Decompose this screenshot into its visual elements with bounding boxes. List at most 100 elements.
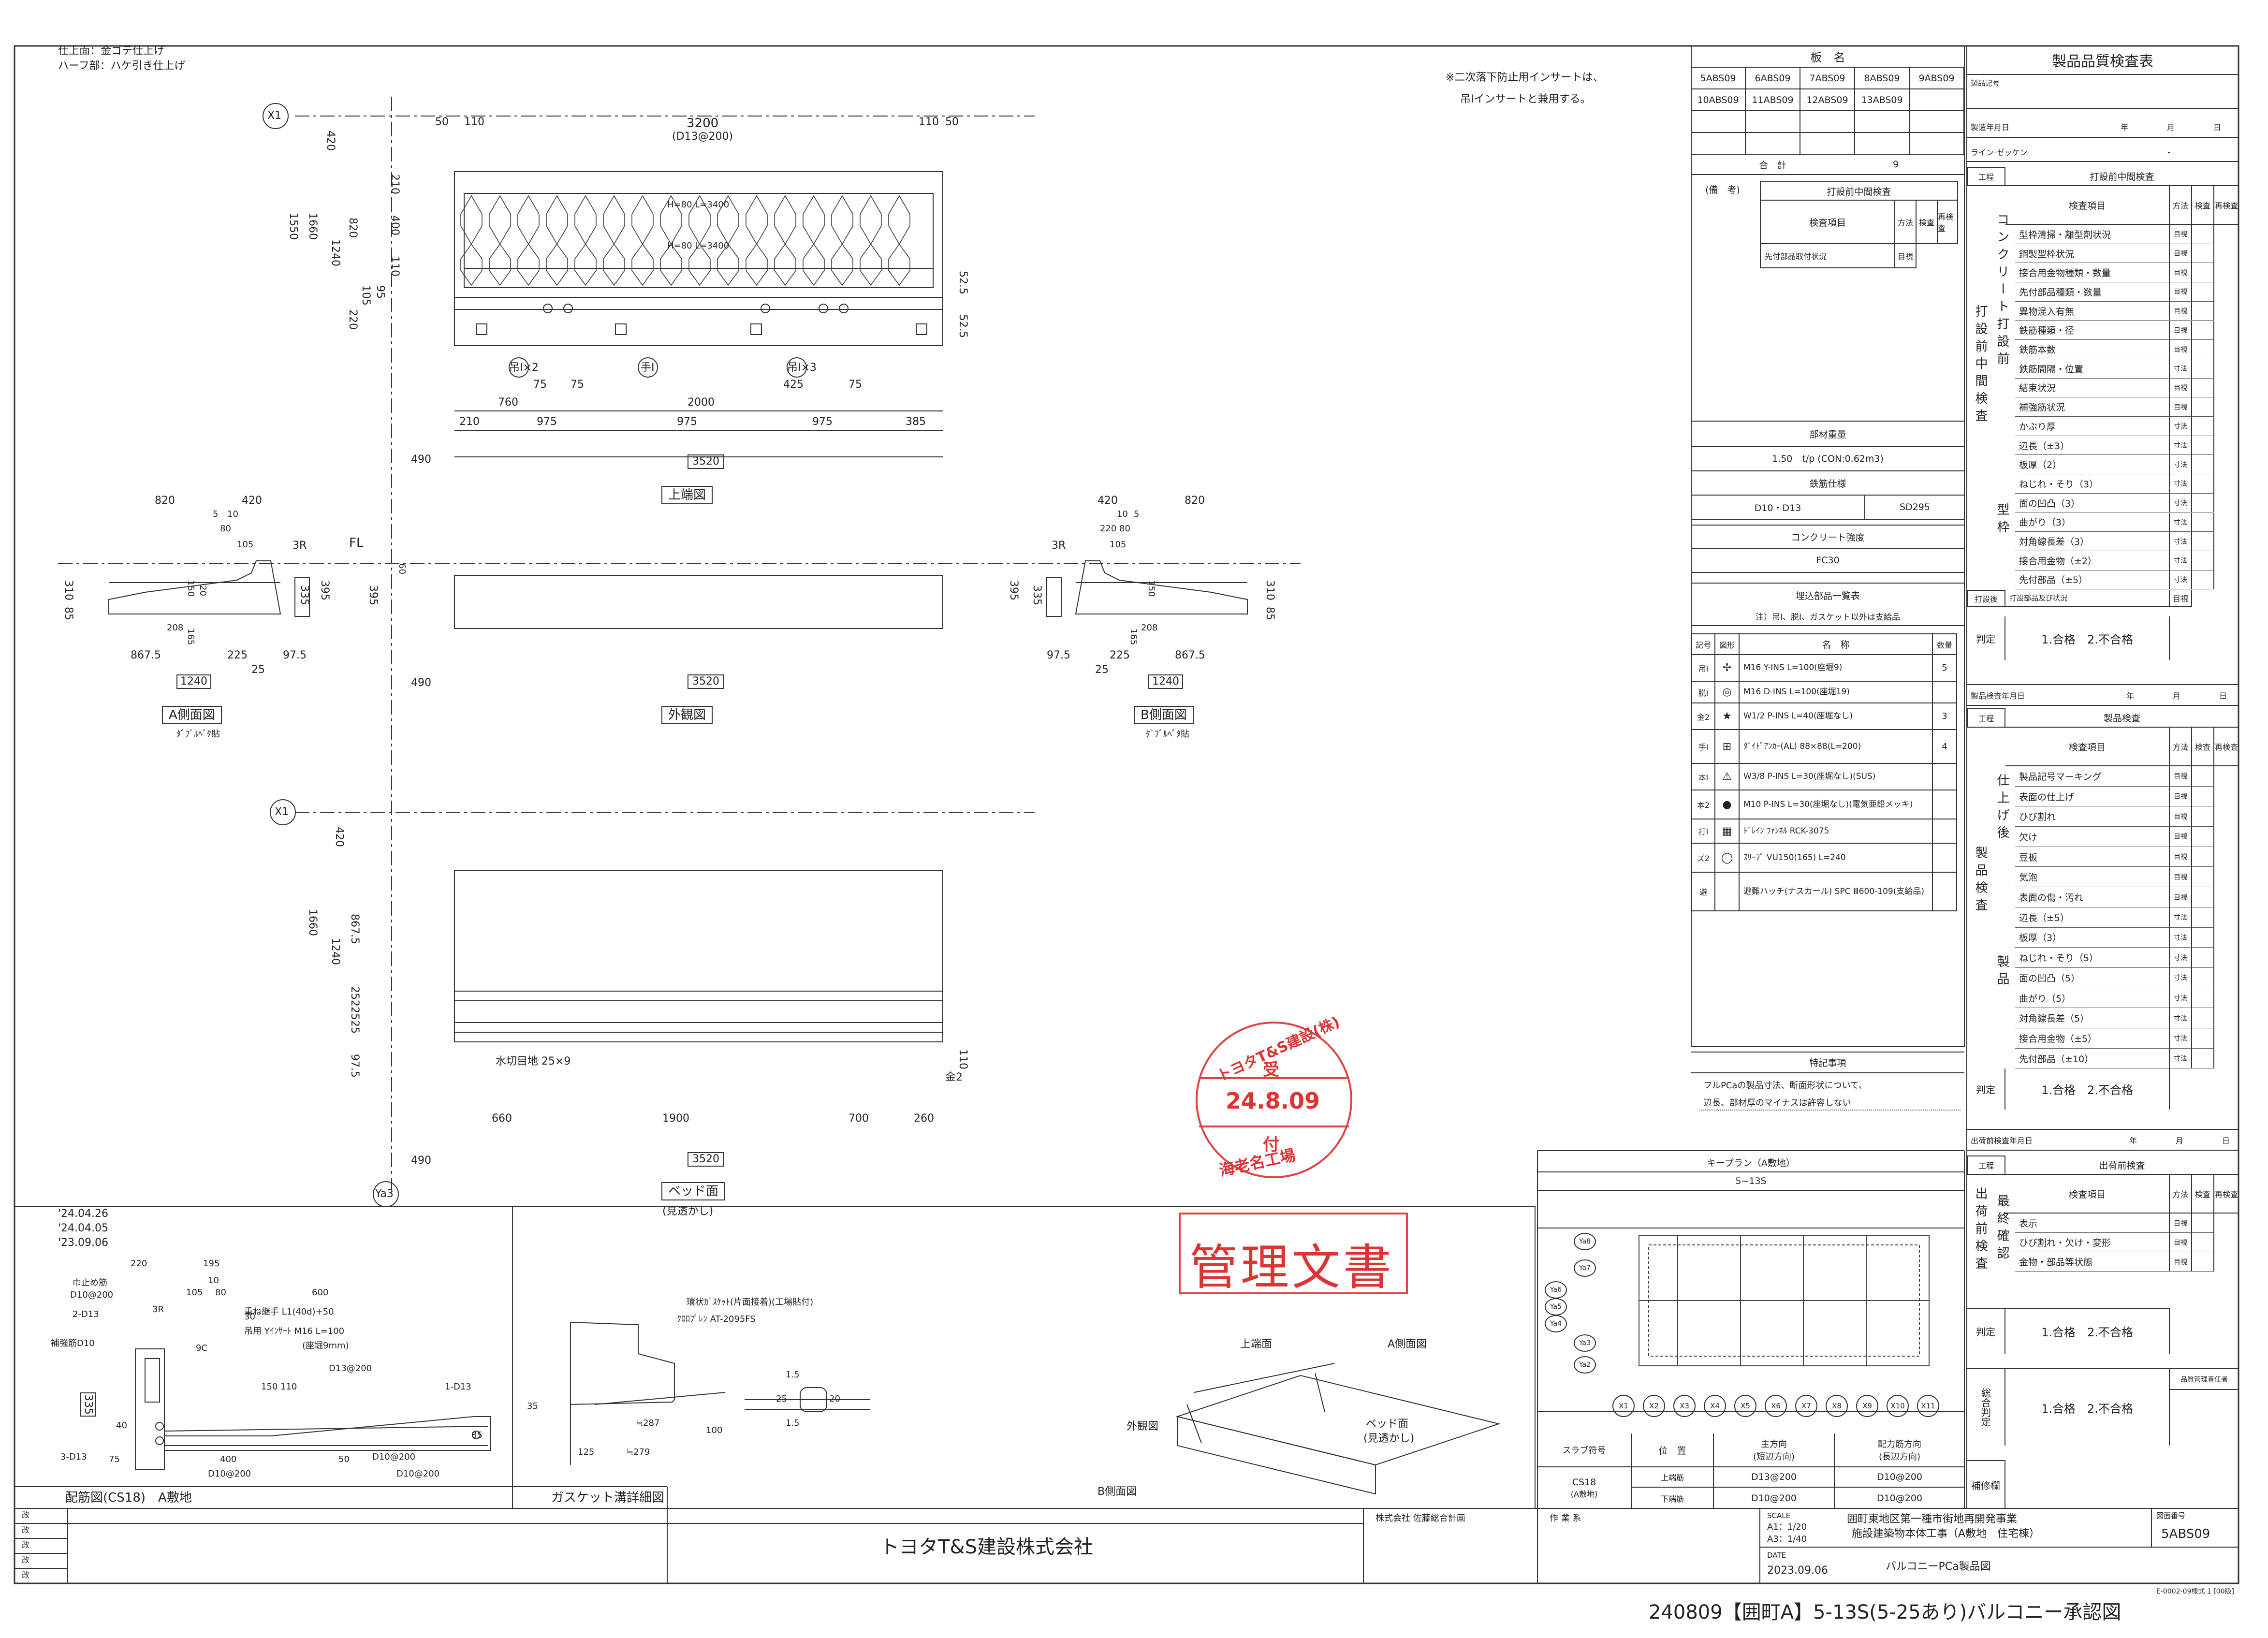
parts-fig-icon: ◎	[1715, 682, 1740, 703]
qc-item-name: 曲がり（3）	[2015, 512, 2170, 532]
side-b-310: 310	[1264, 580, 1276, 600]
side-b-165: 165	[1128, 629, 1139, 645]
qc-pre-recheck: 再検査	[2214, 186, 2239, 225]
lattice-cell	[888, 243, 910, 286]
qc-supp: 補修欄	[1967, 1460, 2005, 1508]
parts-name: W1/2 P-INS L=40(座堀なし)	[1740, 703, 1933, 730]
dim-75c: 75	[849, 379, 862, 391]
drawing-date: 2023.09.06	[1767, 1565, 1828, 1577]
side-b-80: 80	[1119, 524, 1130, 534]
side-a-225: 225	[227, 649, 248, 661]
side-b-section	[1046, 560, 1248, 617]
keyplan-x-bubble: X6	[1765, 1395, 1787, 1417]
insert-note: ※二次落下防止用インサートは、	[1446, 72, 1604, 84]
qc-item-method: 目視	[2170, 1214, 2192, 1233]
board-method: 方法	[1895, 201, 1917, 244]
lattice-cell	[746, 243, 768, 286]
gasket-20: 20	[829, 1394, 840, 1404]
board-cell-empty	[1855, 133, 1910, 155]
side-b-420: 420	[1097, 495, 1118, 507]
qc-item-method: 寸法	[2170, 417, 2192, 436]
qc-item-check	[2192, 455, 2214, 475]
qc-ship-recheck: 再検査	[2214, 1175, 2239, 1214]
qc-item-name: 接合用金物（±5）	[2015, 1028, 2170, 1049]
title-block	[14, 1508, 2239, 1584]
bed-view-label: ベッド面	[661, 1182, 726, 1200]
qc-m2: 月	[2173, 691, 2181, 701]
dim-760: 760	[498, 396, 518, 409]
qc-item-method: 目視	[2170, 225, 2192, 244]
lattice-cell	[803, 243, 825, 286]
side-a-80: 80	[220, 524, 231, 534]
scale-2: A3：1/40	[1767, 1534, 1807, 1544]
dim-975a: 975	[537, 416, 557, 428]
lattice-cell	[774, 195, 796, 245]
finish-note-half: ハーフ部：ハケ引き仕上げ	[58, 60, 185, 72]
qc-judge-3: 判定	[1967, 1308, 2005, 1354]
board-cell: 10ABS09	[1691, 89, 1746, 111]
parts-code: 避	[1691, 873, 1715, 911]
qc-judge-2: 判定	[1967, 1068, 2005, 1110]
dim-110b: 110	[919, 116, 939, 128]
bed-260: 260	[914, 1112, 934, 1125]
stamp-attached: 付	[1263, 1135, 1279, 1155]
board-item-header: 検査項目	[1760, 201, 1895, 244]
qc-item-check	[2192, 867, 2214, 888]
side-a-310: 310	[62, 580, 74, 600]
qc-item-name: 先付部品種類・数量	[2015, 282, 2170, 302]
keyplan-x-bubble: X5	[1734, 1395, 1756, 1417]
date-label: DATE	[1767, 1551, 1786, 1560]
side-b-208: 208	[1141, 623, 1158, 633]
concrete-value: FC30	[1691, 549, 1964, 573]
dim-975c: 975	[812, 416, 833, 428]
keyplan-label: キープラン（A敷地）	[1537, 1153, 1964, 1172]
dim-95: 95	[374, 285, 386, 299]
rebar-1d13: 1-D13	[445, 1382, 471, 1392]
qc-item-method: 目視	[2170, 847, 2192, 867]
bed-660: 660	[492, 1112, 512, 1125]
keyplan-y-bubble: Ya6	[1545, 1281, 1567, 1299]
qc-item-name: ねじれ・そり（5）	[2015, 948, 2170, 968]
dim-425: 425	[783, 379, 804, 391]
qc-item-method: 目視	[2170, 321, 2192, 340]
qc-y1: 年	[2121, 122, 2129, 132]
iso-side-b: B側面図	[1097, 1486, 1137, 1498]
qc-item-name: 鉄筋種類・径	[2015, 321, 2170, 340]
rebar-600: 600	[312, 1287, 329, 1298]
control-stamp-frame	[1179, 1213, 1408, 1294]
keyplan-y-bubble: Ya5	[1545, 1298, 1567, 1316]
dim-50a: 50	[435, 116, 449, 128]
file-caption: 240809【囲町A】5-13S(5-25あり)バルコニー承認図	[1649, 1601, 2122, 1623]
qc-ship-item: 検査項目	[2005, 1175, 2170, 1214]
parts-qty: 5	[1933, 655, 1957, 682]
qc-item-check	[2192, 359, 2214, 379]
qc-item-check	[2192, 1008, 2214, 1029]
gasket-125: 125	[578, 1447, 595, 1457]
board-total-label: 合 計	[1759, 160, 1787, 171]
qc-title: 製品品質検査表	[1967, 46, 2239, 75]
side-a-label: A側面図	[162, 706, 222, 724]
grid-bubble-x1b	[270, 799, 296, 825]
bed-mark-kin2: 金2	[945, 1071, 963, 1083]
board-total-value: 9	[1893, 159, 1899, 170]
parts-code: 金2	[1691, 703, 1715, 730]
qc-item-name: 辺長（±3）	[2015, 436, 2170, 455]
special-label: 特記事項	[1691, 1052, 1964, 1073]
lattice-cell	[546, 195, 568, 245]
qc-item-method: 目視	[2170, 340, 2192, 359]
qc-line-row: ライン-ゼッケン-	[1967, 143, 2239, 162]
side-a-165: 165	[186, 629, 196, 645]
side-b-220: 220	[1100, 524, 1117, 534]
board-cell-empty	[1746, 133, 1800, 155]
side-a-208: 208	[167, 623, 184, 633]
rebar-80: 80	[215, 1287, 226, 1298]
board-cell-empty	[1691, 111, 1746, 133]
slab-hdr-dist: 配力筋方向	[1878, 1439, 1921, 1449]
qc-item-method: 寸法	[2170, 988, 2192, 1009]
qc-overall: 総合判定	[1967, 1368, 2005, 1446]
bed-420: 420	[333, 827, 345, 847]
elevation-label: 外観図	[661, 706, 713, 724]
project-line1: 囲町東地区第一種市街地再開発事業	[1847, 1513, 2018, 1525]
parts-name: ﾄﾞﾚｲﾝ ﾌｧﾝﾈﾙ RCK-3075	[1740, 819, 1933, 844]
